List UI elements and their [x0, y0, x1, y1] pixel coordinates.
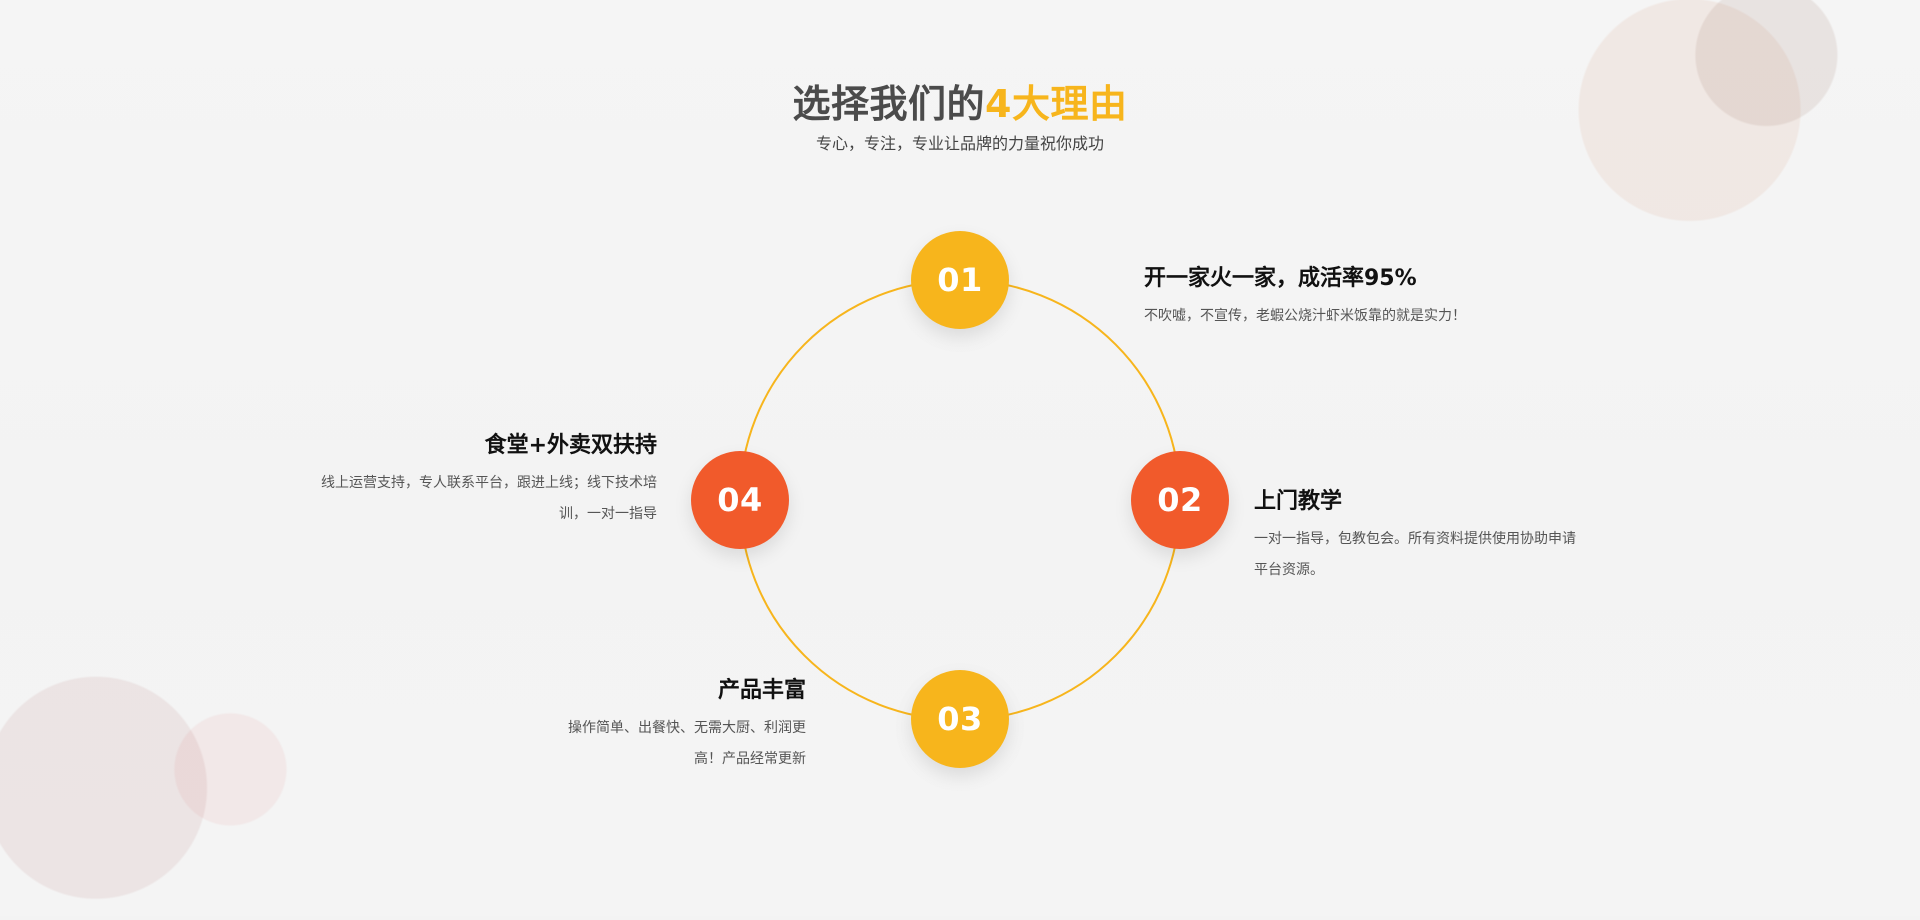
section-subtitle: 专心，专注，专业让品牌的力量祝你成功	[815, 134, 1104, 153]
reason-04-title: 食堂+外卖双扶持	[484, 433, 657, 458]
reason-01: 开一家火一家，成活率95% 不吹嘘，不宣传，老蝦公烧汁虾米饭靠的就是实力！	[1144, 265, 1564, 332]
reason-02: 上门教学 一对一指导，包教包会。所有资料提供使用协助申请平台资源。	[1254, 488, 1584, 586]
ring-circle	[739, 279, 1181, 721]
badge-01-label: 01	[937, 261, 983, 299]
badge-01: 01	[911, 231, 1009, 329]
reason-01-title: 开一家火一家，成活率95%	[1144, 266, 1417, 291]
section-header: 选择我们的4大理由 专心，专注，专业让品牌的力量祝你成功	[0, 82, 1920, 154]
reason-03-title: 产品丰富	[717, 678, 806, 703]
reason-03: 产品丰富 操作简单、出餐快、无需大厨、利润更高！产品经常更新	[566, 677, 806, 775]
reason-01-desc: 不吹嘘，不宣传，老蝦公烧汁虾米饭靠的就是实力！	[1144, 308, 1466, 324]
reason-02-title: 上门教学	[1254, 489, 1343, 514]
badge-02: 02	[1131, 451, 1229, 549]
badge-04-label: 04	[717, 481, 763, 519]
reason-02-desc: 一对一指导，包教包会。所有资料提供使用协助申请平台资源。	[1254, 531, 1576, 578]
section-title: 选择我们的4大理由	[0, 82, 1920, 126]
badge-03-label: 03	[937, 700, 983, 738]
reason-03-desc: 操作简单、出餐快、无需大厨、利润更高！产品经常更新	[568, 720, 806, 767]
reason-04: 食堂+外卖双扶持 线上运营支持，专人联系平台，跟进上线；线下技术培训，一对一指导	[307, 432, 657, 530]
badge-02-label: 02	[1157, 481, 1203, 519]
badge-04: 04	[691, 451, 789, 549]
section-title-accent: 4大理由	[985, 82, 1128, 126]
badge-03: 03	[911, 670, 1009, 768]
section-title-prefix: 选择我们的	[792, 82, 986, 126]
reason-04-desc: 线上运营支持，专人联系平台，跟进上线；线下技术培训，一对一指导	[321, 475, 657, 522]
